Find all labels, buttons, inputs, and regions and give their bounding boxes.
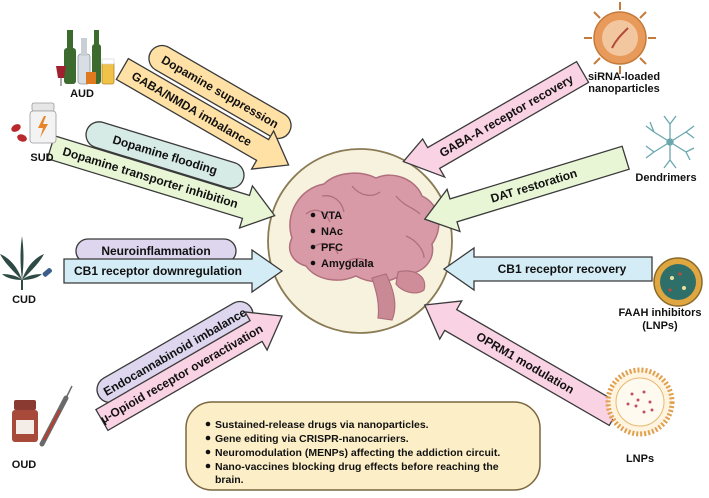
strategy-item: Sustained-release drugs via nanoparticle… bbox=[215, 419, 429, 431]
faah-caption-line2: (LNPs) bbox=[642, 320, 678, 332]
liposome-icon bbox=[605, 367, 675, 437]
cud-caption: CUD bbox=[12, 294, 36, 306]
alcohol-bottles-icon bbox=[56, 30, 115, 86]
strategy-item: Nano-vaccines blocking drug effects befo… bbox=[215, 461, 499, 473]
svg-text:GABA-A receptor recovery: GABA-A receptor recovery bbox=[437, 72, 576, 160]
svg-text:CB1 receptor recovery: CB1 receptor recovery bbox=[498, 262, 627, 276]
oud-caption: OUD bbox=[12, 459, 37, 471]
vial-syringe-icon bbox=[12, 385, 73, 447]
brain-region-pfc: PFC bbox=[321, 242, 343, 254]
brain-region-list: VTA NAc PFC Amygdala bbox=[310, 210, 374, 270]
dendrimer-icon bbox=[645, 115, 695, 169]
dendrimers-caption: Dendrimers bbox=[635, 172, 696, 184]
cb1-arrow: CB1 receptor recovery bbox=[442, 246, 653, 292]
brain-region-amygdala: Amygdala bbox=[321, 258, 374, 270]
brain-region-nac: NAc bbox=[321, 226, 343, 238]
cud-label-neuroinflammation: Neuroinflammation bbox=[75, 238, 237, 264]
strategy-item: Neuromodulation (MENPs) affecting the ad… bbox=[215, 447, 500, 459]
faah-caption-line1: FAAH inhibitors bbox=[618, 307, 701, 319]
pill-bottle-icon bbox=[11, 102, 57, 144]
dat-arrow: DAT restoration bbox=[423, 145, 630, 233]
brain-center: VTA NAc PFC Amygdala bbox=[267, 148, 453, 334]
svg-text:Neuroinflammation: Neuroinflammation bbox=[101, 244, 210, 258]
virus-nanoparticle-icon bbox=[584, 2, 656, 74]
sirna-caption-line1: siRNA-loaded bbox=[588, 71, 660, 83]
cannabis-leaf-icon bbox=[0, 236, 52, 290]
brain-region-vta: VTA bbox=[321, 210, 342, 222]
svg-text:OPRM1 modulation: OPRM1 modulation bbox=[474, 329, 577, 396]
strategy-item-continuation: brain. bbox=[215, 474, 244, 486]
sirna-caption-line2: nanoparticles bbox=[588, 83, 660, 95]
lnps-caption: LNPs bbox=[626, 453, 654, 465]
brain-icon bbox=[288, 172, 440, 321]
aud-caption: AUD bbox=[70, 88, 94, 100]
svg-text:CB1 receptor downregulation: CB1 receptor downregulation bbox=[74, 264, 242, 278]
cud-arrow: CB1 receptor downregulation bbox=[63, 248, 284, 294]
sud-caption: SUD bbox=[30, 152, 53, 164]
lipid-nanoparticle-icon bbox=[653, 257, 703, 307]
strategy-item: Gene editing via CRISPR-nanocarriers. bbox=[215, 433, 409, 445]
strategy-box: Sustained-release drugs via nanoparticle… bbox=[185, 401, 541, 491]
